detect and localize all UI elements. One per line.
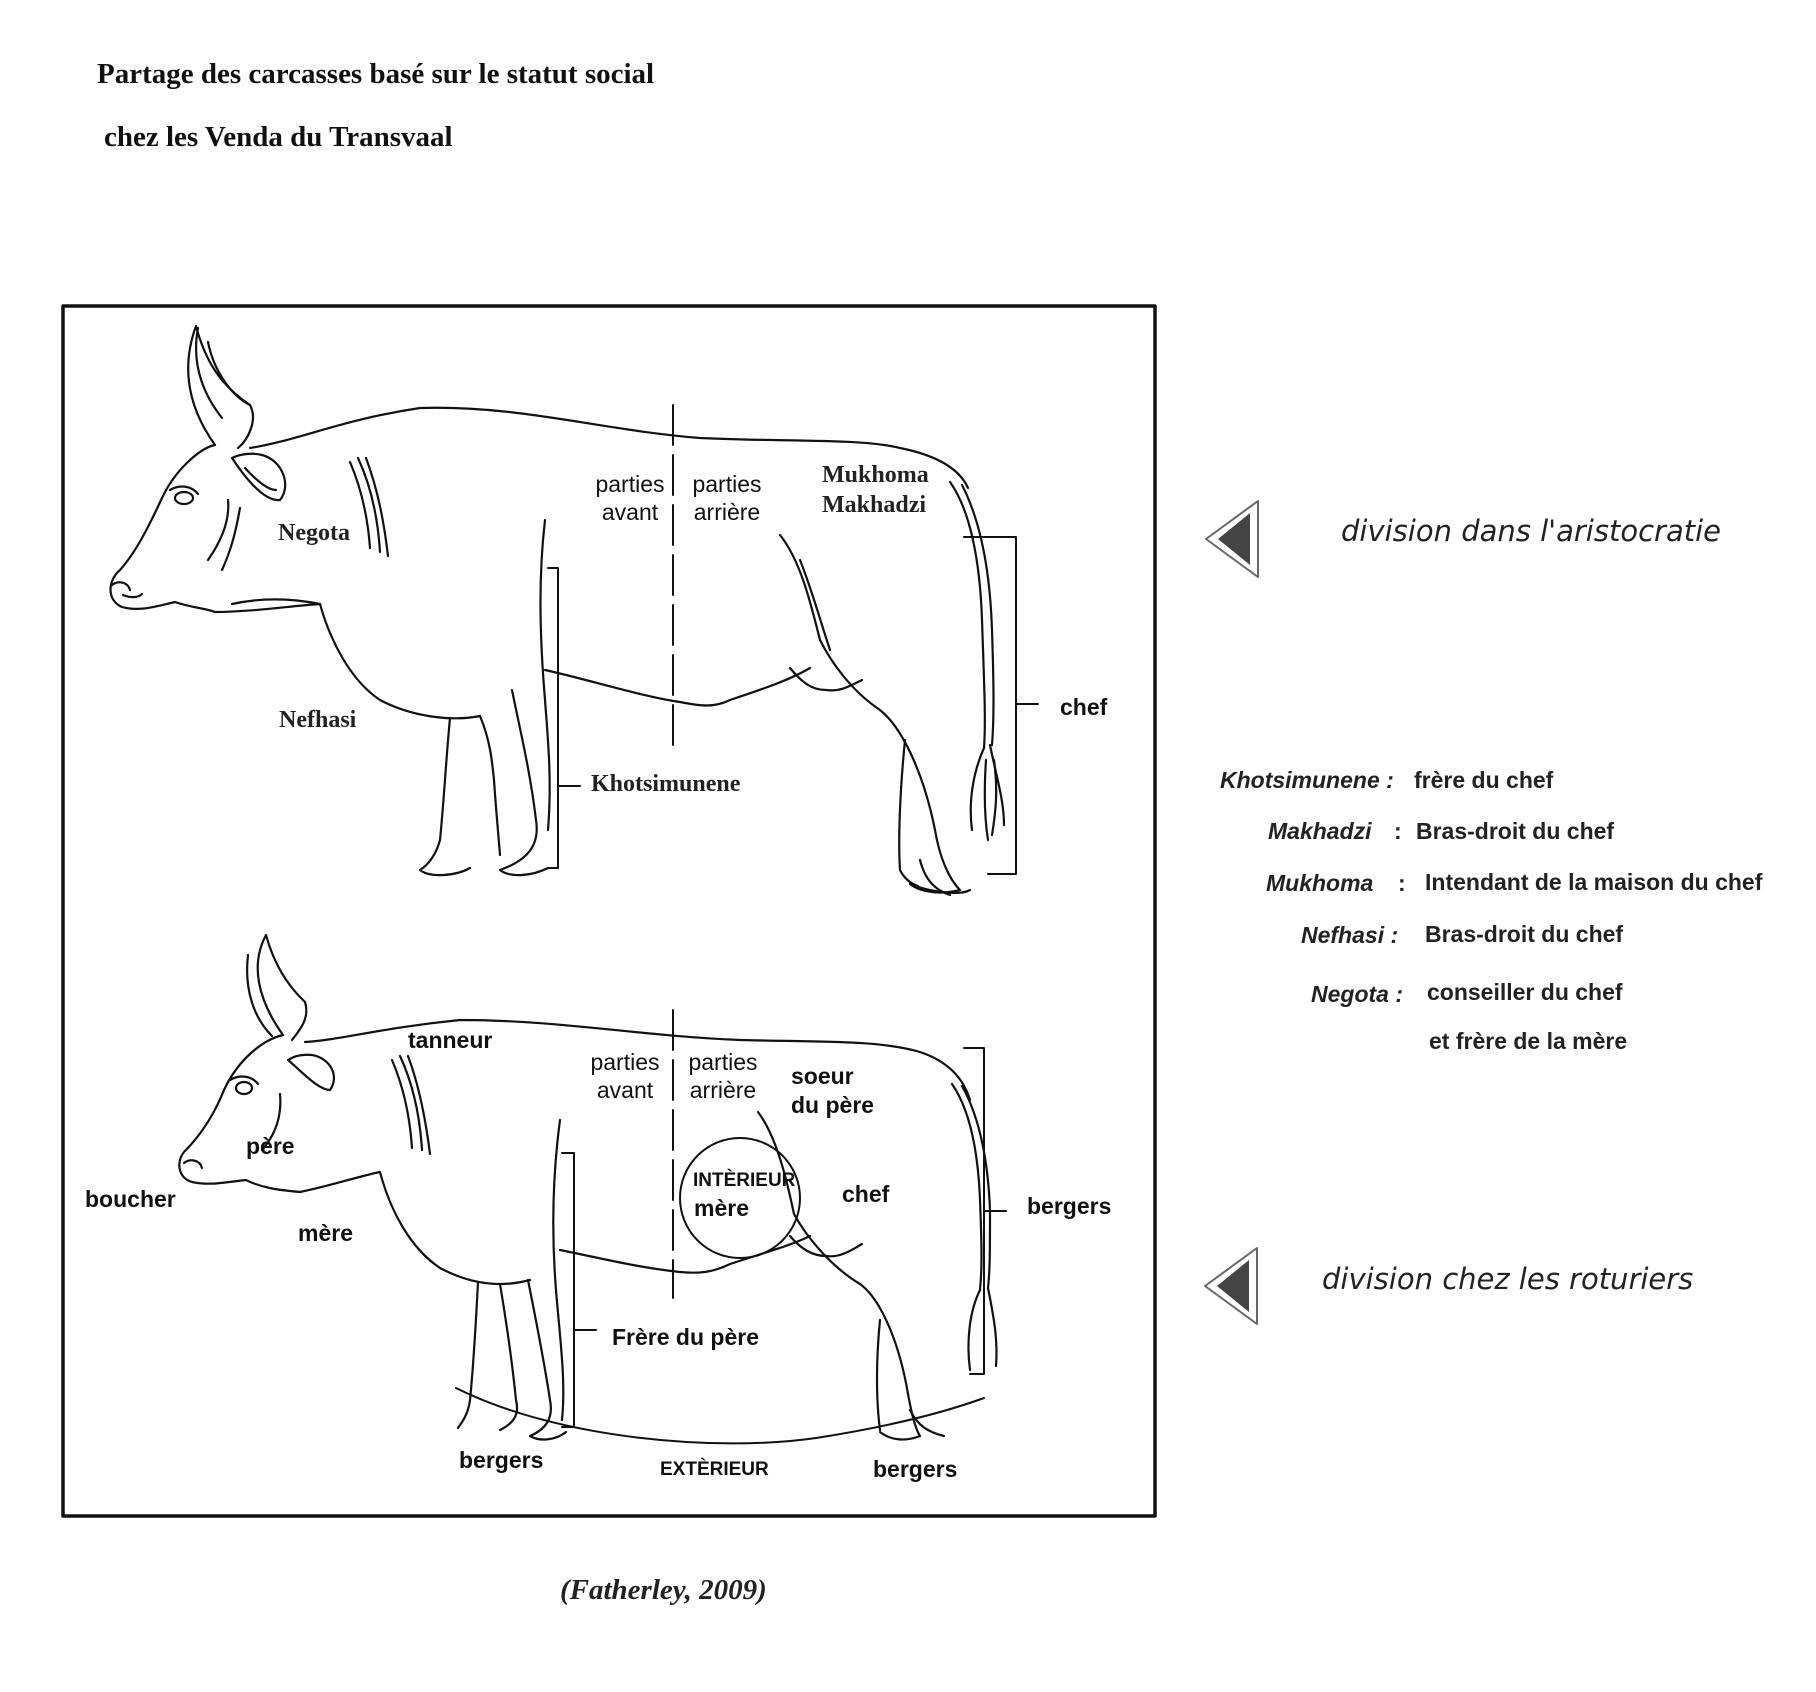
- top-rear-parts-label: parties arrière: [682, 470, 772, 526]
- legend-def-mukhoma: Intendant de la maison du chef: [1425, 869, 1762, 896]
- arrow-aristocratie-icon: [1204, 500, 1260, 580]
- legend-def-negota: conseiller du chef: [1427, 979, 1623, 1006]
- bottom-interieur-mere-label: mère: [694, 1195, 749, 1222]
- division-aristocratie-label: division dans l'aristocratie: [1341, 514, 1721, 548]
- bottom-bergers-right-label: bergers: [1027, 1193, 1111, 1220]
- top-mukhoma-label: Mukhoma: [822, 462, 929, 489]
- legend-def-khotsimunene: frère du chef: [1414, 767, 1553, 794]
- legend-def-negota-line2: et frère de la mère: [1429, 1028, 1627, 1055]
- bottom-chef-label: chef: [842, 1181, 889, 1208]
- bottom-rear-parts-label: parties arrière: [678, 1048, 768, 1104]
- legend-term-mukhoma: Mukhoma: [1266, 870, 1373, 897]
- top-chef-label: chef: [1060, 694, 1107, 721]
- bottom-frere-du-pere-label: Frère du père: [612, 1324, 759, 1351]
- bottom-tanneur-label: tanneur: [408, 1027, 492, 1054]
- bottom-boucher-label: boucher: [85, 1186, 176, 1213]
- top-front-parts-label: parties avant: [585, 470, 675, 526]
- arrow-roturiers-icon: [1203, 1247, 1259, 1327]
- legend-term-makhadzi: Makhadzi: [1268, 818, 1372, 845]
- bottom-exterieur-label: EXTÈRIEUR: [660, 1459, 769, 1481]
- bottom-bergers-left-label: bergers: [459, 1447, 543, 1474]
- bottom-pere-label: père: [246, 1133, 295, 1160]
- bottom-soeur-du-pere-label: soeur du père: [791, 1062, 874, 1120]
- top-nefhasi-label: Nefhasi: [279, 707, 356, 734]
- legend-sep-mukhoma: :: [1398, 870, 1406, 897]
- top-negota-label: Negota: [278, 520, 350, 547]
- citation: (Fatherley, 2009): [560, 1574, 767, 1607]
- bottom-front-parts-label: parties avant: [580, 1048, 670, 1104]
- bottom-interieur-label: INTÈRIEUR: [693, 1170, 795, 1192]
- legend-def-nefhasi: Bras-droit du chef: [1425, 921, 1623, 948]
- top-khotsimunene-label: Khotsimunene: [591, 771, 740, 798]
- legend-term-khotsimunene: Khotsimunene :: [1220, 767, 1394, 794]
- legend-def-makhadzi: Bras-droit du chef: [1416, 818, 1614, 845]
- top-makhadzi-label: Makhadzi: [822, 492, 926, 519]
- division-roturiers-label: division chez les roturiers: [1322, 1262, 1693, 1296]
- bottom-bergers-bottom-label: bergers: [873, 1456, 957, 1483]
- legend-term-negota: Negota :: [1311, 981, 1403, 1008]
- legend-sep-makhadzi: :: [1394, 818, 1402, 845]
- bottom-mere-label: mère: [298, 1220, 353, 1247]
- legend-term-nefhasi: Nefhasi :: [1301, 922, 1398, 949]
